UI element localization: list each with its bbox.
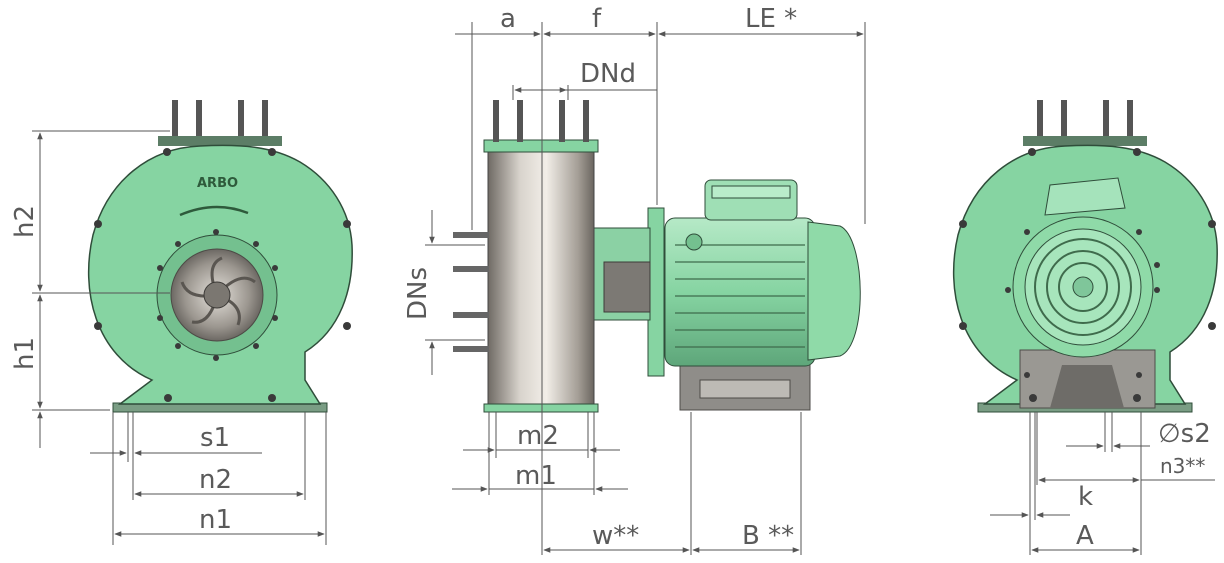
label-dns: DNs [403, 267, 433, 320]
right-discharge-studs [1023, 100, 1147, 146]
label-n2: n2 [199, 465, 232, 495]
side-pump-view: a f LE * DNd DNs m2 m1 w** B ** [403, 4, 866, 555]
left-pump-view: ARBO h2 h [10, 100, 353, 545]
label-m2: m2 [517, 421, 559, 451]
pump-casing [487, 147, 595, 411]
label-a: a [500, 4, 516, 34]
brand-logo: ARBO [197, 176, 238, 191]
label-b: B ** [742, 521, 794, 551]
label-n1: n1 [199, 505, 232, 535]
label-k: k [1078, 482, 1093, 512]
side-discharge-studs [493, 100, 589, 142]
left-discharge-studs [158, 100, 282, 146]
label-n3: n3** [1160, 454, 1205, 478]
right-pump-view: ∅s2 n3** k A [952, 100, 1218, 555]
motor-fan-cover [807, 221, 861, 361]
label-dnd: DNd [580, 59, 636, 89]
brand-swoosh [179, 205, 249, 217]
label-w: w** [592, 521, 639, 551]
label-f: f [592, 4, 602, 34]
left-impeller-hub [203, 281, 231, 309]
right-casing-bolts [959, 148, 1216, 402]
label-h2: h2 [10, 205, 40, 238]
label-s1: s1 [200, 423, 230, 453]
label-le: LE * [745, 4, 797, 34]
side-suction-studs [453, 232, 489, 352]
right-terminal-box [1044, 177, 1126, 216]
shaft-coupling [603, 261, 651, 313]
label-h1: h1 [10, 337, 40, 370]
label-s2: ∅s2 [1158, 419, 1211, 449]
label-a-capital: A [1076, 521, 1094, 551]
fan-grille [1034, 238, 1132, 336]
label-m1: m1 [515, 461, 557, 491]
left-casing-bolts [94, 148, 351, 402]
